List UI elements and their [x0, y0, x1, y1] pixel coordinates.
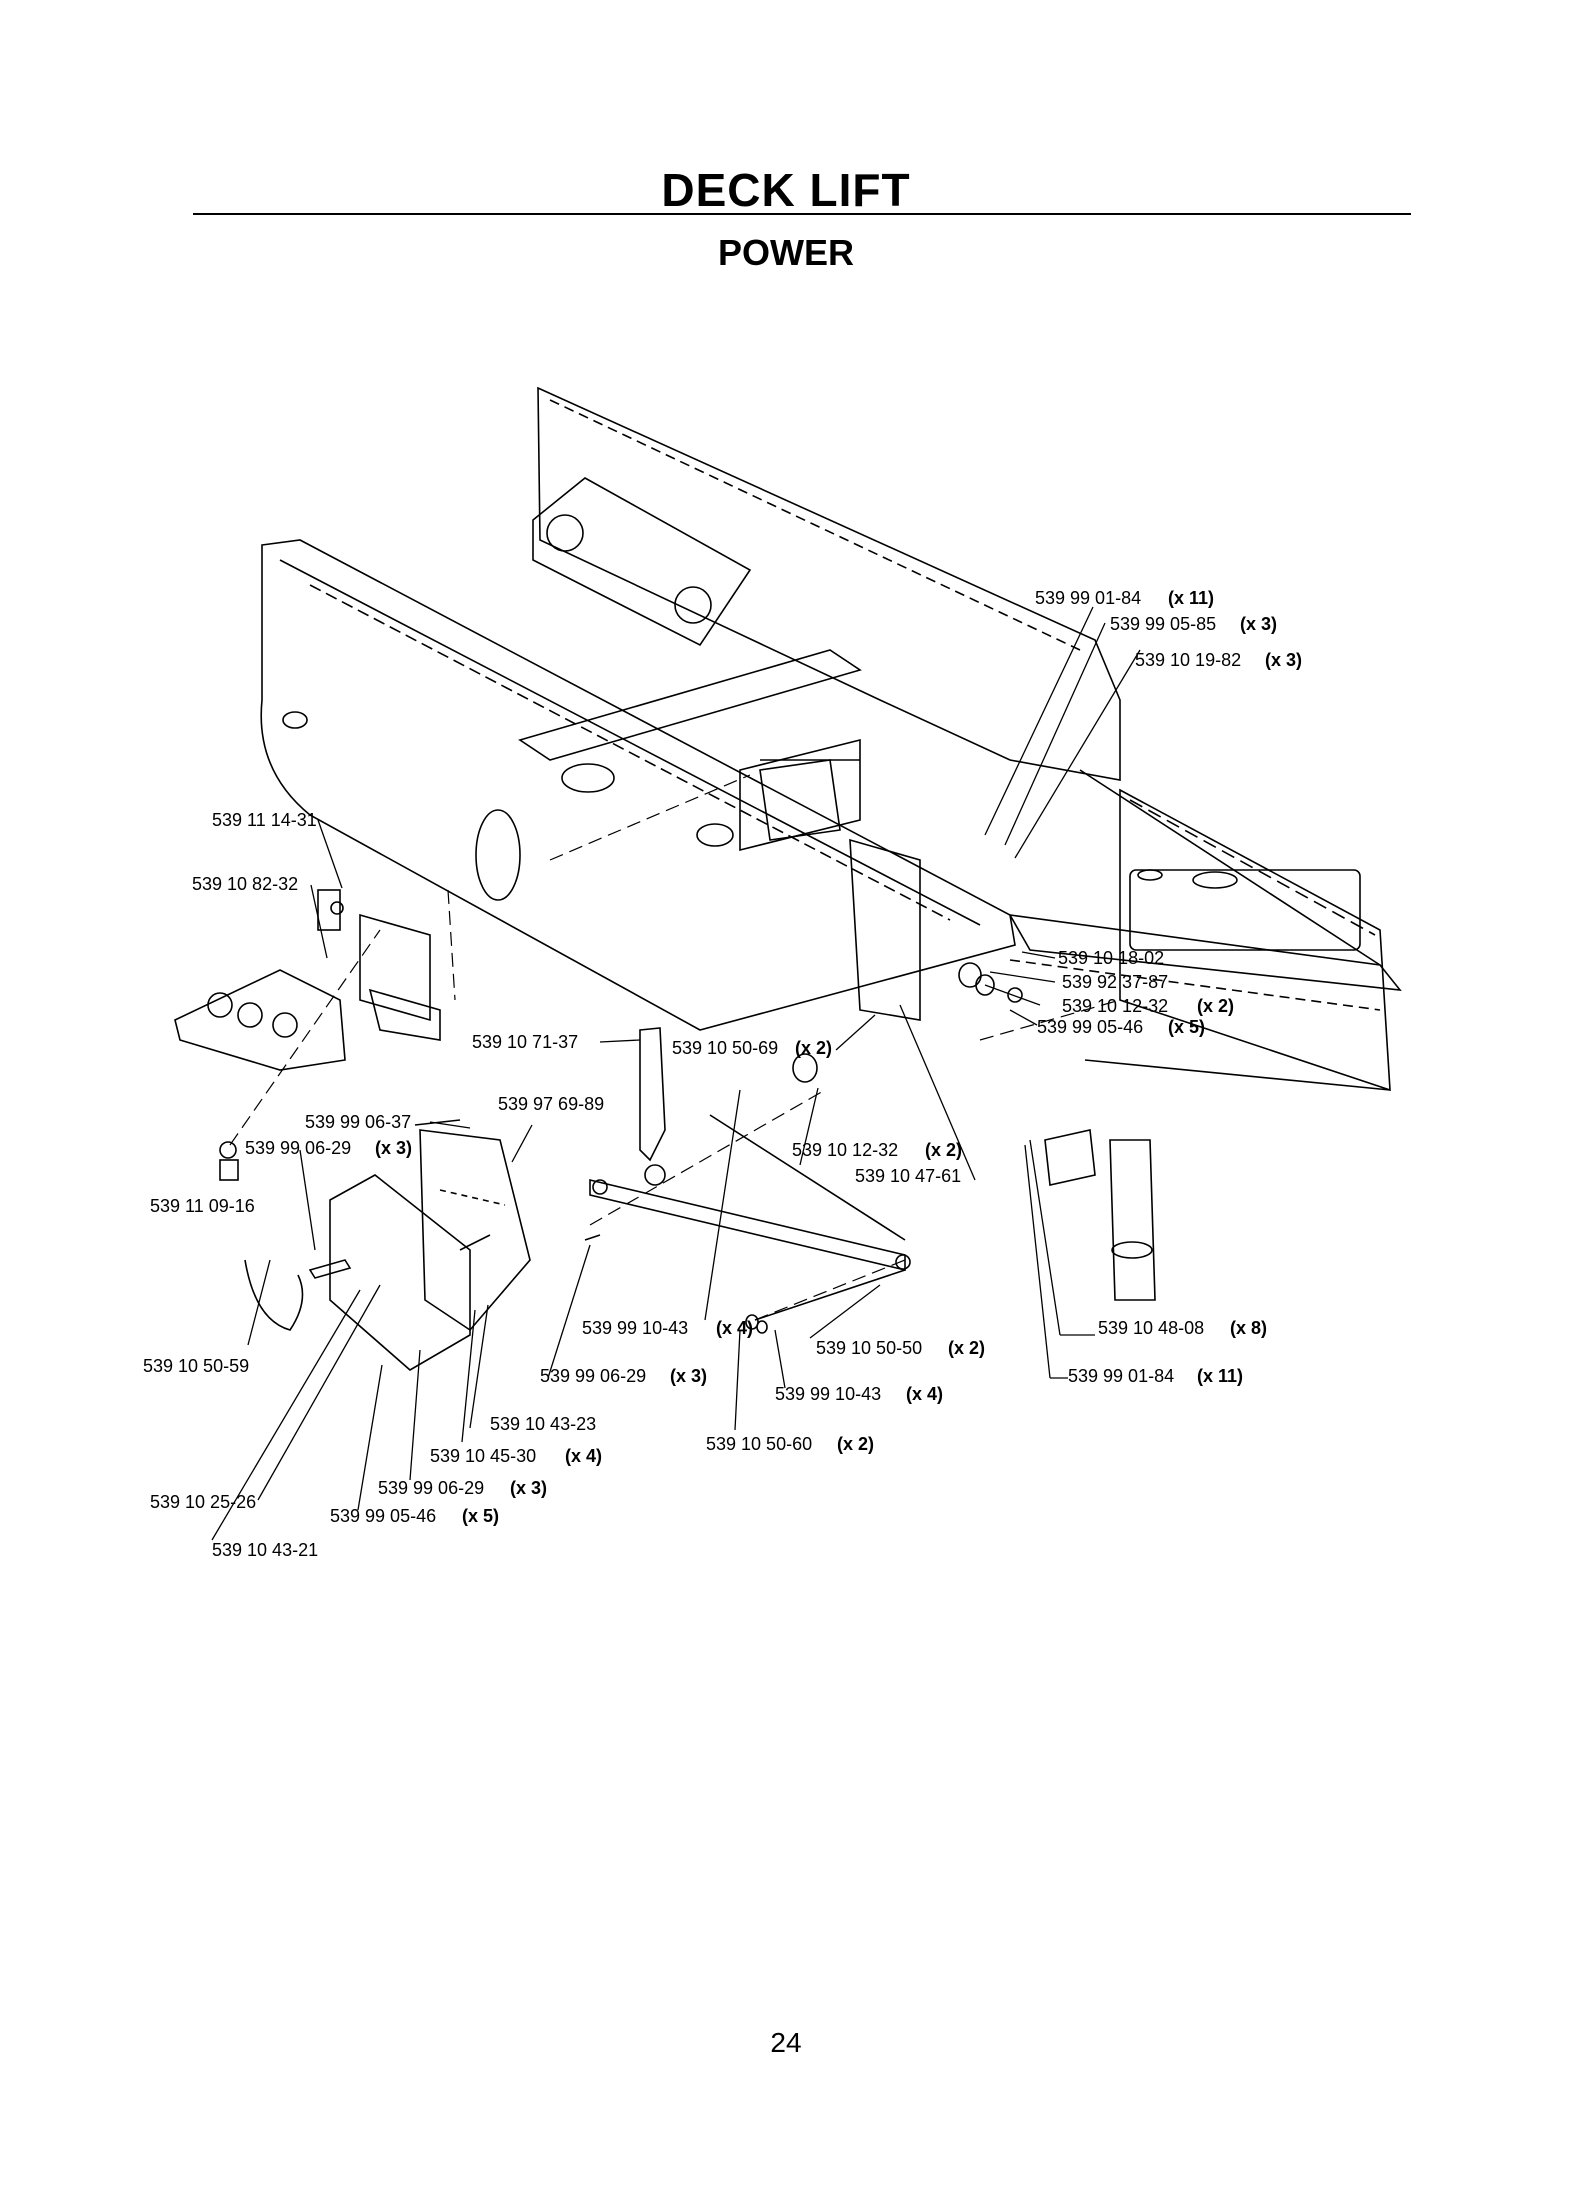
callout-c21-qty: (x 11): [1197, 1366, 1243, 1386]
callout-c8-qty: (x 2): [1197, 996, 1234, 1016]
callout-c27-qty: (x 4): [565, 1446, 602, 1466]
callout-c28: 539 99 06-29: [378, 1478, 484, 1498]
callout-c26-qty: (x 2): [837, 1434, 874, 1454]
callout-c12: 539 97 69-89: [498, 1094, 604, 1114]
callout-c17: 539 11 09-16: [150, 1196, 255, 1216]
page-subtitle: POWER: [717, 232, 854, 273]
callout-c23: 539 99 06-29: [540, 1366, 646, 1386]
callout-c8: 539 10 12-32: [1062, 996, 1168, 1016]
callout-c18-qty: (x 4): [716, 1318, 753, 1338]
callout-c6: 539 10 18-02: [1058, 948, 1164, 968]
callout-c24: 539 99 10-43: [775, 1384, 881, 1404]
callout-c20-qty: (x 8): [1230, 1318, 1267, 1338]
callout-c28-qty: (x 3): [510, 1478, 547, 1498]
callout-c14-qty: (x 3): [375, 1138, 412, 1158]
callout-c3-qty: (x 3): [1265, 650, 1302, 670]
callout-c31: 539 10 43-21: [212, 1540, 318, 1560]
callout-c26: 539 10 50-60: [706, 1434, 812, 1454]
part-callouts: 539 99 01-84 (x 11) 539 99 05-85 (x 3) 5…: [143, 588, 1302, 1560]
dashed-guide-lines: [229, 774, 1121, 1321]
callout-c22: 539 10 50-59: [143, 1356, 249, 1376]
callout-c10: 539 10 71-37: [472, 1032, 578, 1052]
callout-c19: 539 10 50-50: [816, 1338, 922, 1358]
callout-c27: 539 10 45-30: [430, 1446, 536, 1466]
callout-c30-qty: (x 5): [462, 1506, 499, 1526]
callout-c20: 539 10 48-08: [1098, 1318, 1204, 1338]
callout-c2: 539 99 05-85: [1110, 614, 1216, 634]
callout-c13: 539 99 06-37: [305, 1112, 411, 1132]
callout-c25: 539 10 43-23: [490, 1414, 596, 1434]
callout-c11: 539 10 50-69: [672, 1038, 778, 1058]
callout-c29: 539 10 25-26: [150, 1492, 256, 1512]
callout-c11-qty: (x 2): [795, 1038, 832, 1058]
callout-c5: 539 10 82-32: [192, 874, 298, 894]
callout-c2-qty: (x 3): [1240, 614, 1277, 634]
page-number: 24: [770, 2027, 802, 2058]
title-rule: [193, 213, 1411, 215]
leader-lines: [211, 606, 1141, 1541]
callout-c16: 539 10 47-61: [855, 1166, 961, 1186]
callout-c14: 539 99 06-29: [245, 1138, 351, 1158]
page-title: DECK LIFT: [661, 164, 911, 216]
callout-c21: 539 99 01-84: [1068, 1366, 1174, 1386]
callout-c30: 539 99 05-46: [330, 1506, 436, 1526]
callout-c3: 539 10 19-82: [1135, 650, 1241, 670]
callout-c1: 539 99 01-84: [1035, 588, 1141, 608]
callout-c9-qty: (x 5): [1168, 1017, 1205, 1037]
lift-assembly-drawing: [174, 889, 1023, 1371]
frame-drawing: [260, 386, 1402, 1301]
callout-c15-qty: (x 2): [925, 1140, 962, 1160]
callout-c9: 539 99 05-46: [1037, 1017, 1143, 1037]
callout-c19-qty: (x 2): [948, 1338, 985, 1358]
callout-c4: 539 11 14-31: [212, 810, 317, 830]
callout-c18: 539 99 10-43: [582, 1318, 688, 1338]
callout-c1-qty: (x 11): [1168, 588, 1214, 608]
callout-c24-qty: (x 4): [906, 1384, 943, 1404]
callout-c15: 539 10 12-32: [792, 1140, 898, 1160]
callout-c7: 539 92 37-87: [1062, 972, 1168, 992]
callout-c23-qty: (x 3): [670, 1366, 707, 1386]
